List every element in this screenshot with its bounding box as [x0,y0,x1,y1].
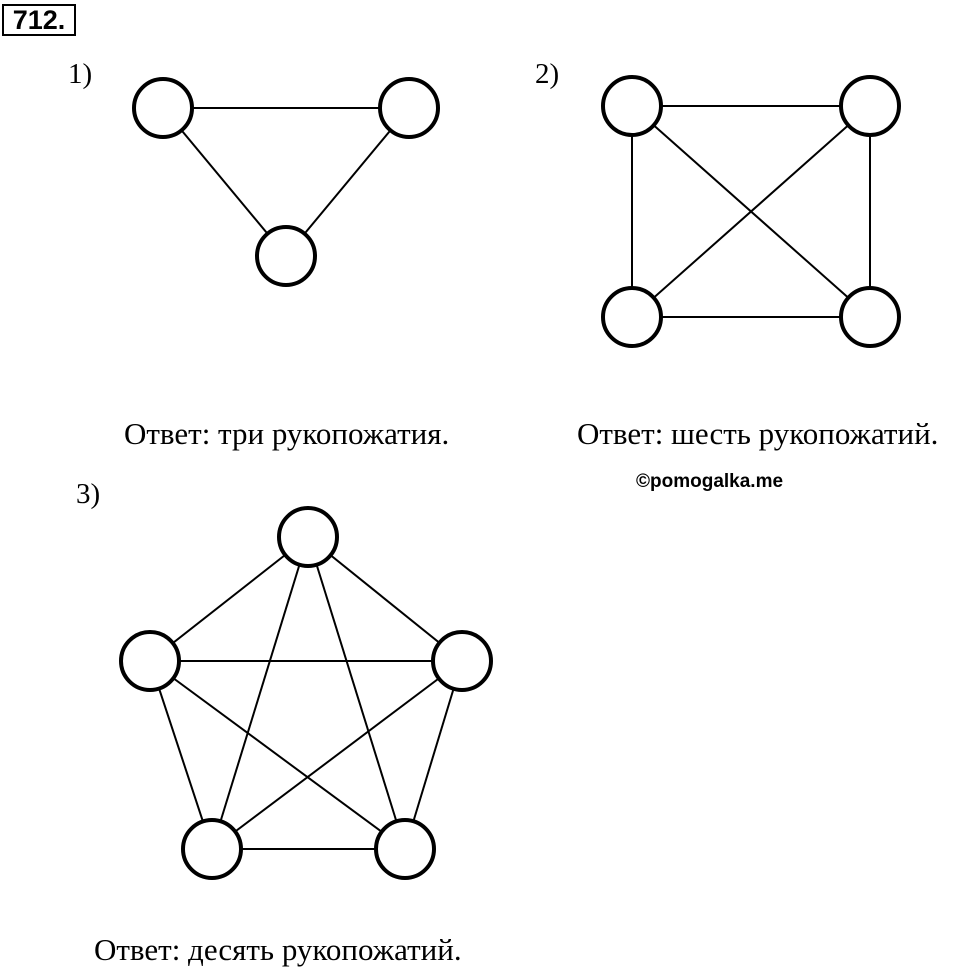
person-node [119,630,181,692]
handshake-edge [211,660,463,850]
person-node [839,75,901,137]
person-node [181,818,243,880]
person-node [601,75,663,137]
person-node [374,818,436,880]
person-node [378,77,440,139]
handshake-edge [307,536,406,850]
handshake-edge [149,660,213,850]
graph-four-people [601,75,901,348]
handshake-edge [631,105,871,318]
handshake-edge [162,107,287,257]
handshake-edge [404,660,463,850]
handshake-edge [285,107,410,257]
watermark: ©pomogalka.me [636,471,784,492]
graph-three-people [132,77,440,287]
handshake-edge [149,660,406,850]
part-1-answer: Ответ: три рукопожатия. [124,416,450,451]
person-node [132,77,194,139]
handshake-edge [307,536,463,662]
person-node [601,286,663,348]
person-node [431,630,493,692]
problem-number: 712. [2,4,76,36]
part-2-answer: Ответ: шесть рукопожатий. [577,416,939,451]
part-2-label: 2) [535,58,560,90]
part-3-label: 3) [76,478,101,510]
part-3-answer: Ответ: десять рукопожатий. [94,932,462,967]
person-node [839,286,901,348]
graph-five-people [119,506,493,880]
person-node [277,506,339,568]
person-node [255,225,317,287]
part-1-label: 1) [68,58,93,90]
handshake-edge [211,536,309,850]
handshake-edge [149,536,309,662]
